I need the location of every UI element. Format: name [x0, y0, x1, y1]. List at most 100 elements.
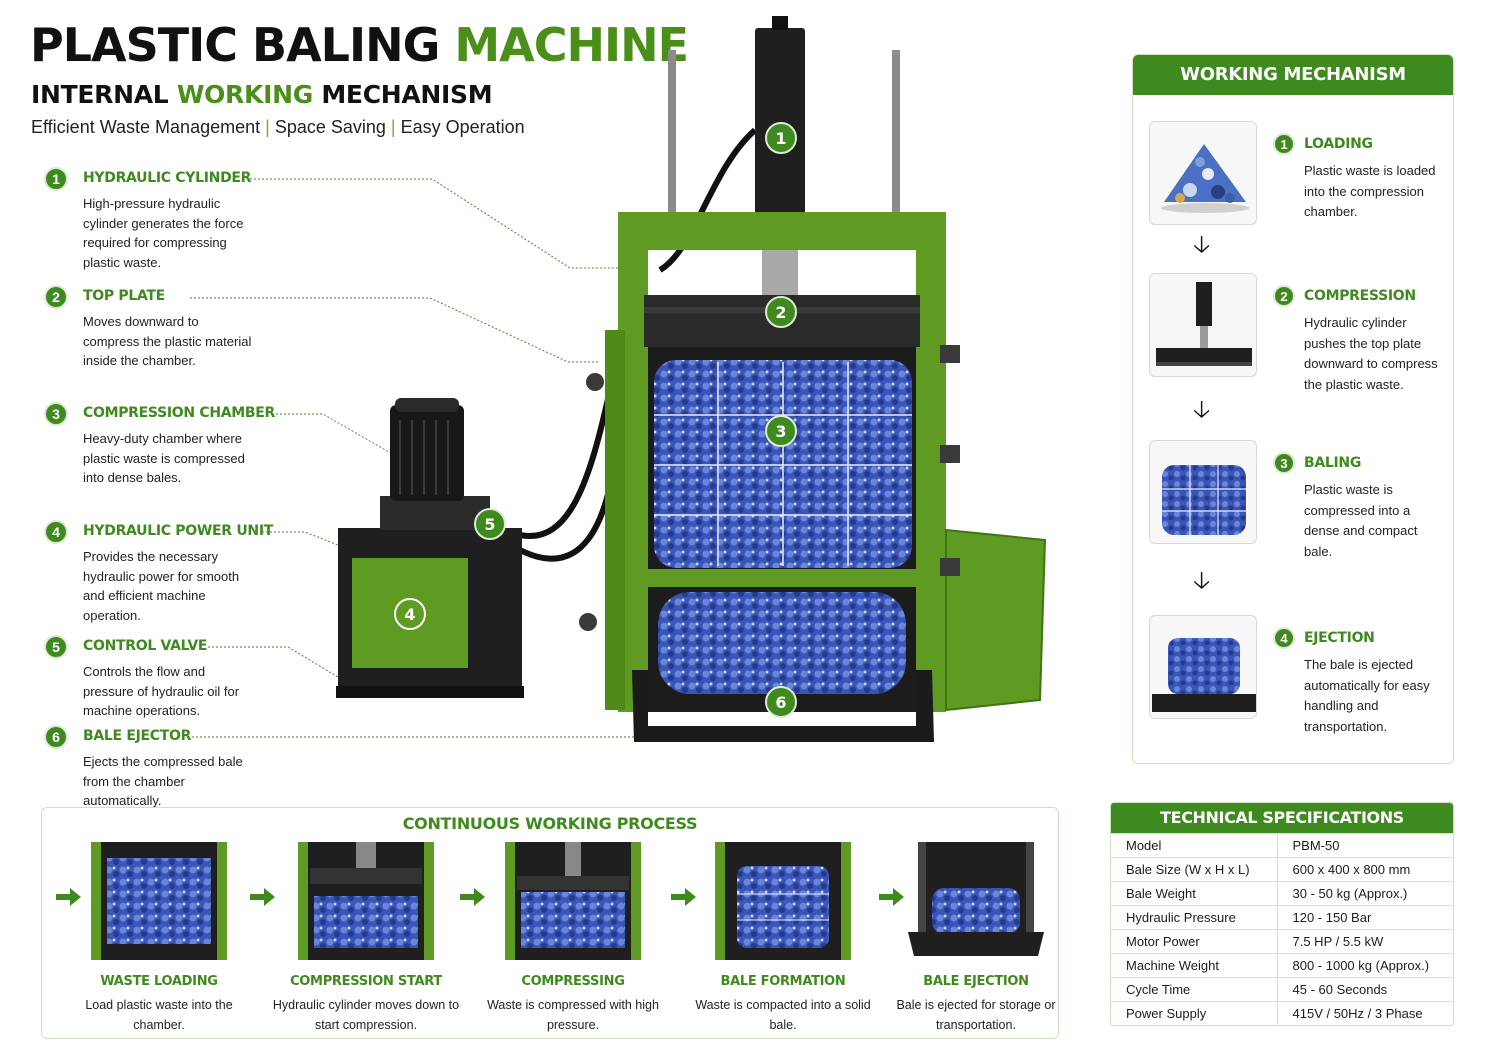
step-title: BALING [1304, 455, 1362, 471]
tagline-separator: | [265, 117, 270, 137]
marker-label: 3 [775, 422, 786, 441]
marker-4: 4 [394, 598, 426, 630]
spec-key: Bale Size (W x H x L) [1111, 857, 1278, 882]
step-desc: Hydraulic cylinder pushes the top plate … [1304, 315, 1438, 392]
spec-value: 30 - 50 kg (Approx.) [1277, 881, 1453, 906]
step-number: 1 [1273, 133, 1295, 155]
marker-label: 6 [775, 693, 786, 712]
process-step-desc: Waste is compressed with high pressure. [487, 998, 659, 1032]
component-desc: Controls the flow and pressure of hydrau… [83, 664, 240, 718]
bale-formation-image [715, 842, 851, 960]
frame-top-beam [618, 212, 946, 250]
subtitle-post: MECHANISM [321, 80, 493, 109]
marker-1: 1 [765, 122, 797, 154]
ejected-bale [658, 592, 906, 694]
marker-3: 3 [765, 415, 797, 447]
hinge [940, 445, 960, 463]
guide-rod [892, 50, 900, 230]
marker-label: 2 [775, 303, 786, 322]
spec-key: Machine Weight [1111, 953, 1278, 978]
step-desc: Plastic waste is compressed into a dense… [1304, 482, 1418, 559]
step-title: COMPRESSION [1304, 288, 1416, 304]
continuous-process-panel: CONTINUOUS WORKING PROCESS WASTE LOADING… [41, 807, 1059, 1039]
process-step-title: COMPRESSING [521, 974, 625, 989]
component-desc: Ejects the compressed bale from the cham… [83, 754, 243, 808]
chamber-divider [644, 569, 920, 587]
step-number: 2 [1273, 285, 1295, 307]
compression-start-image [298, 842, 434, 960]
tagline-item: Easy Operation [400, 117, 525, 137]
specs-title: TECHNICAL SPECIFICATIONS [1111, 803, 1453, 833]
component-desc: Moves downward to compress the plastic m… [83, 314, 252, 368]
hinge [940, 345, 960, 363]
guide-rod [668, 50, 676, 230]
process-step-desc: Hydraulic cylinder moves down to start c… [272, 998, 460, 1032]
tagline-item: Space Saving [274, 117, 386, 137]
power-unit-feet [336, 686, 524, 698]
compression-image [1149, 273, 1257, 377]
process-step-title: WASTE LOADING [100, 974, 218, 989]
subtitle-accent: WORKING [176, 80, 313, 109]
component-number: 2 [44, 285, 68, 309]
page-subtitle: INTERNAL WORKING MECHANISM [31, 80, 493, 109]
right-arrow-icon [250, 888, 275, 906]
marker-label: 1 [775, 129, 786, 148]
marker-2: 2 [765, 296, 797, 328]
down-arrow-icon: 🡣 [1193, 396, 1211, 423]
component-desc: Heavy-duty chamber where plastic waste i… [83, 431, 245, 485]
component-number: 1 [44, 167, 68, 191]
tagline-item: Efficient Waste Management [31, 117, 261, 137]
process-title: CONTINUOUS WORKING PROCESS [402, 814, 698, 833]
tagline-separator: | [390, 117, 396, 137]
right-arrow-icon [460, 888, 485, 906]
working-mechanism-title: WORKING MECHANISM [1133, 55, 1453, 95]
ejection-image [1149, 615, 1257, 719]
marker-6: 6 [765, 686, 797, 718]
right-arrow-icon [671, 888, 696, 906]
spec-value: 45 - 60 Seconds [1277, 977, 1453, 1002]
component-title: COMPRESSION CHAMBER [83, 405, 276, 421]
process-step-title: COMPRESSION START [290, 974, 442, 989]
component-desc: High-pressure hydraulic cylinder generat… [83, 196, 244, 270]
spec-key: Bale Weight [1111, 881, 1278, 906]
spec-value: PBM-50 [1277, 833, 1453, 858]
compressing-image [505, 842, 641, 960]
component-number: 6 [44, 725, 68, 749]
frame-left-plate [605, 330, 625, 710]
spec-key: Power Supply [1111, 1001, 1278, 1025]
component-number: 4 [44, 520, 68, 544]
marker-label: 5 [484, 515, 495, 534]
page-title: PLASTIC BALING MACHINE [30, 22, 689, 68]
process-step-title: BALE EJECTION [923, 974, 1029, 989]
spec-key: Hydraulic Pressure [1111, 905, 1278, 930]
spec-value: 120 - 150 Bar [1277, 905, 1453, 930]
component-title: TOP PLATE [83, 288, 165, 304]
baling-image [1149, 440, 1257, 544]
loading-image [1149, 121, 1257, 225]
spec-value: 7.5 HP / 5.5 kW [1277, 929, 1453, 954]
component-number: 3 [44, 402, 68, 426]
step-number: 4 [1273, 627, 1295, 649]
title-main: PLASTIC BALING [30, 18, 440, 72]
step-desc: The bale is ejected automatically for ea… [1304, 657, 1430, 734]
waste-loading-image [91, 842, 227, 960]
component-title: CONTROL VALVE [83, 638, 208, 654]
marker-label: 4 [404, 605, 415, 624]
spec-key: Cycle Time [1111, 977, 1278, 1002]
bale-ejection-image [908, 842, 1044, 956]
spec-key: Motor Power [1111, 929, 1278, 954]
process-step-title: BALE FORMATION [720, 974, 846, 989]
tagline: Efficient Waste Management|Space Saving|… [31, 117, 525, 138]
spec-value: 415V / 50Hz / 3 Phase [1277, 1001, 1453, 1025]
down-arrow-icon: 🡣 [1193, 567, 1211, 594]
hydraulic-hose [519, 389, 613, 539]
step-title: EJECTION [1304, 630, 1375, 646]
ejector-tray [632, 670, 934, 742]
right-arrow-icon [879, 888, 904, 906]
